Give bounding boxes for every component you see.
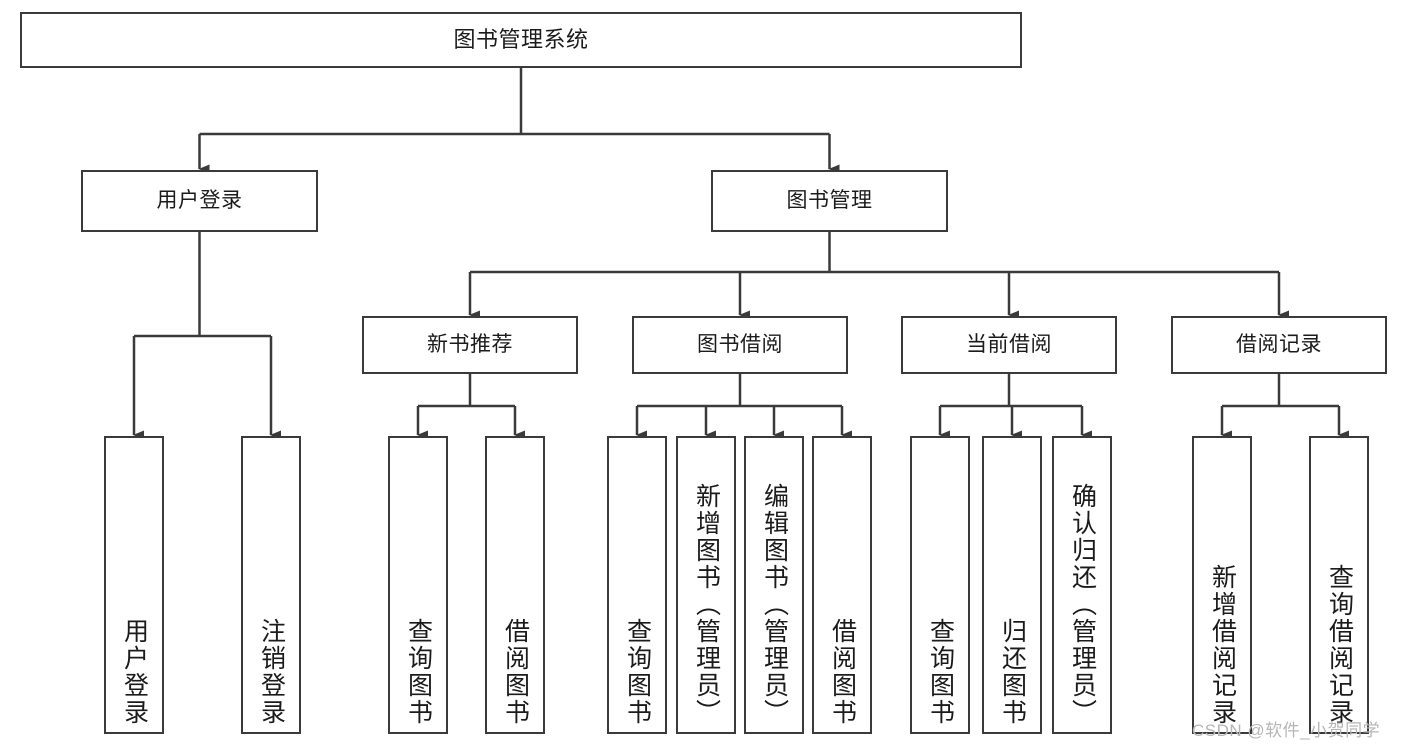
node-leaf-rec-borrow: 借阅图书: [485, 436, 545, 734]
node-new-book-rec: 新书推荐: [362, 316, 578, 374]
node-label: 用户登录: [120, 618, 149, 726]
node-label: 新增图书（管理员）: [692, 483, 721, 726]
node-leaf-cb-query: 查询图书: [910, 436, 970, 734]
node-leaf-br-add: 新增借阅记录: [1192, 436, 1252, 734]
node-label: 用户登录: [156, 188, 243, 212]
node-current-borrow: 当前借阅: [901, 316, 1117, 374]
node-label: 确认归还（管理员）: [1068, 483, 1097, 726]
node-label: 图书管理系统: [453, 27, 589, 53]
node-leaf-bb-edit: 编辑图书（管理员）: [744, 436, 804, 734]
node-label: 当前借阅: [966, 332, 1052, 356]
node-label: 查询图书: [926, 618, 955, 726]
node-label: 新增借阅记录: [1208, 564, 1237, 726]
node-leaf-bb-query: 查询图书: [607, 436, 667, 734]
node-leaf-bb-borrow: 借阅图书: [812, 436, 872, 734]
node-leaf-br-query: 查询借阅记录: [1309, 436, 1369, 734]
node-book-borrow: 图书借阅: [632, 316, 848, 374]
node-label: 查询借阅记录: [1325, 564, 1354, 726]
node-leaf-rec-query: 查询图书: [388, 436, 448, 734]
node-leaf-user-login: 用户登录: [104, 436, 164, 734]
node-root: 图书管理系统: [20, 12, 1022, 68]
node-label: 新书推荐: [427, 332, 513, 356]
node-leaf-bb-add: 新增图书（管理员）: [676, 436, 736, 734]
node-label: 注销登录: [257, 618, 286, 726]
node-label: 归还图书: [998, 618, 1027, 726]
node-label: 查询图书: [404, 618, 433, 726]
node-label: 图书管理: [786, 188, 873, 212]
node-label: 借阅图书: [501, 618, 530, 726]
node-leaf-cb-confirm: 确认归还（管理员）: [1052, 436, 1112, 734]
node-borrow-record: 借阅记录: [1171, 316, 1387, 374]
node-book-manage: 图书管理: [711, 170, 948, 232]
node-label: 查询图书: [623, 618, 652, 726]
node-leaf-cb-return: 归还图书: [982, 436, 1042, 734]
node-label: 图书借阅: [697, 332, 783, 356]
node-label: 编辑图书（管理员）: [760, 483, 789, 726]
node-leaf-user-logout: 注销登录: [241, 436, 301, 734]
node-user-login: 用户登录: [81, 170, 318, 232]
node-label: 借阅记录: [1236, 332, 1322, 356]
node-label: 借阅图书: [828, 618, 857, 726]
